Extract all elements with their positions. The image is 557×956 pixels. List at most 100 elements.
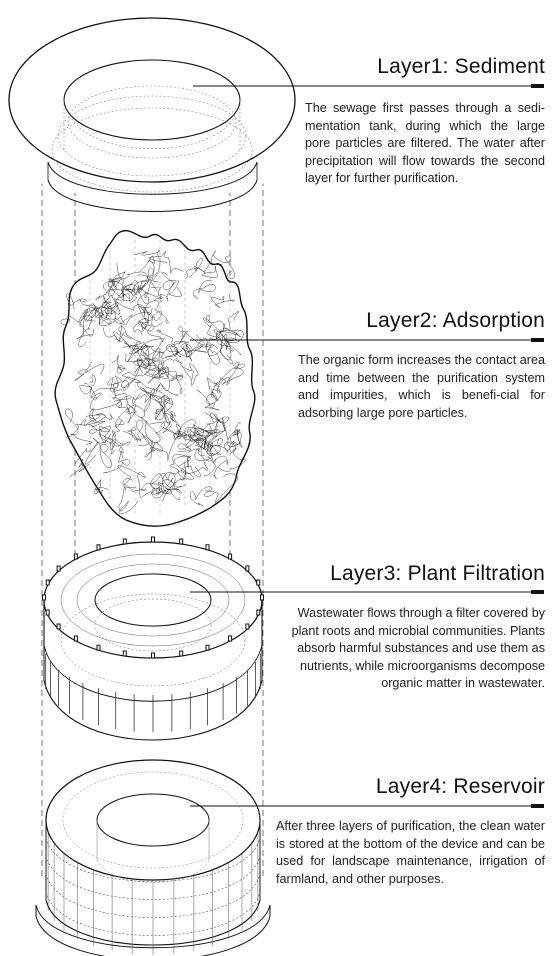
fibre-strand (140, 414, 176, 439)
cog-tooth (205, 544, 210, 551)
fibre-strand (144, 281, 163, 299)
cog-tooth (42, 594, 46, 601)
fibre-strand (206, 413, 229, 428)
cog-tooth (256, 609, 261, 616)
fibre-strand (204, 473, 238, 504)
fibre-strand (160, 359, 183, 382)
fibre-strand (117, 465, 146, 485)
fibre-strand (69, 458, 90, 477)
fibre-strand (150, 433, 182, 461)
layer2-title: Layer2: Adsorption (366, 309, 545, 332)
fibre-strand (116, 395, 136, 414)
fibre-strand (186, 338, 208, 354)
cog-tooth (122, 650, 127, 657)
fibre-strand (184, 258, 206, 279)
fibre-strand (189, 486, 213, 507)
layer4-title: Layer4: Reservoir (375, 775, 545, 798)
fibre-strand (103, 450, 131, 474)
band-line (45, 837, 261, 882)
fibre-strand (93, 479, 109, 494)
layer3-title: Layer3: Plant Filtration (330, 562, 545, 585)
fibre-strand (209, 335, 242, 360)
fibre-strand (174, 424, 196, 442)
fibre-strand (145, 338, 175, 365)
fibre-strand (104, 271, 126, 296)
fibre-strand (143, 388, 159, 412)
fibre-strand (216, 330, 241, 352)
fibre-strand (159, 367, 179, 397)
fibre-strand (194, 423, 212, 437)
band-line (45, 855, 261, 900)
fibre-strand (92, 433, 112, 468)
fibre-strand (172, 454, 191, 481)
fibre-strand (146, 347, 161, 376)
cog-tooth (260, 594, 264, 601)
sediment-tank (8, 17, 296, 212)
fibre-strand (132, 382, 161, 405)
fibre-strand (203, 455, 228, 479)
fibre-strand (79, 374, 96, 395)
fibre-strand (122, 482, 164, 495)
fibre-strand (108, 277, 124, 297)
cog-tooth (151, 652, 155, 659)
fibre-strand (143, 307, 165, 342)
fibre-strand (162, 479, 182, 502)
fibre-strand (216, 330, 240, 347)
fibre-strand (141, 433, 163, 461)
fibre-strand (83, 302, 99, 322)
fibre-strand (211, 250, 236, 280)
cog-tooth (45, 609, 50, 616)
fibre-strand (203, 317, 229, 344)
layer3-description: Wastewater flows through a filter covere… (291, 606, 545, 691)
fibre-strand (163, 398, 181, 428)
fibre-strand (134, 267, 158, 295)
fibre-strand (122, 361, 162, 382)
fibre-strand (227, 310, 244, 344)
fibre-strand (141, 344, 157, 370)
fibre-strand (121, 280, 149, 299)
layer2-description: The organic form increases the contact a… (298, 353, 545, 420)
fibre-strand (103, 295, 112, 317)
cog-tooth (245, 623, 250, 630)
fibre-strand (219, 334, 234, 365)
fibre-strand (161, 272, 180, 294)
organic-adsorption-form (54, 229, 256, 527)
fibre-strand (64, 408, 93, 445)
fibre-strand (95, 280, 115, 300)
fibre-strand (137, 381, 165, 403)
fibre-strand (124, 353, 147, 369)
fibre-strand (233, 422, 243, 448)
fibre-strand (111, 354, 127, 374)
fibre-strand (66, 420, 105, 444)
fibre-strand (176, 419, 200, 438)
fibre-strand (87, 423, 111, 444)
fibre-strand (140, 354, 160, 380)
layer4-description: After three layers of purification, the … (276, 819, 545, 886)
cog-tooth (228, 553, 233, 560)
fibre-strand (152, 488, 180, 500)
fibre-strand (188, 424, 218, 446)
fibre-strand (204, 417, 229, 451)
fibre-strand (177, 429, 204, 452)
fibre-strand (206, 314, 229, 332)
fibre-strand (101, 277, 123, 309)
fibre-strand (192, 280, 216, 300)
plant-filtration-ring (42, 536, 264, 741)
fibre-strand (154, 396, 170, 420)
cog-tooth (96, 544, 101, 551)
fibre-strand (161, 472, 176, 494)
fibre-strand (137, 286, 151, 308)
cog-tooth (245, 565, 250, 572)
fibre-strand (207, 363, 245, 398)
cog-tooth (56, 623, 61, 630)
fibre-strand (138, 481, 167, 499)
cog-tooth (205, 644, 210, 651)
fibre-strand (108, 437, 131, 455)
layer1-title: Layer1: Sediment (377, 55, 545, 78)
fibre-strand (160, 345, 182, 364)
cog-tooth (45, 579, 50, 586)
layer1-description: The sewage first passes through a sedi-m… (305, 101, 545, 186)
cog-tooth (73, 553, 78, 560)
fibre-strand (145, 420, 178, 443)
fibre-strand (107, 376, 136, 393)
